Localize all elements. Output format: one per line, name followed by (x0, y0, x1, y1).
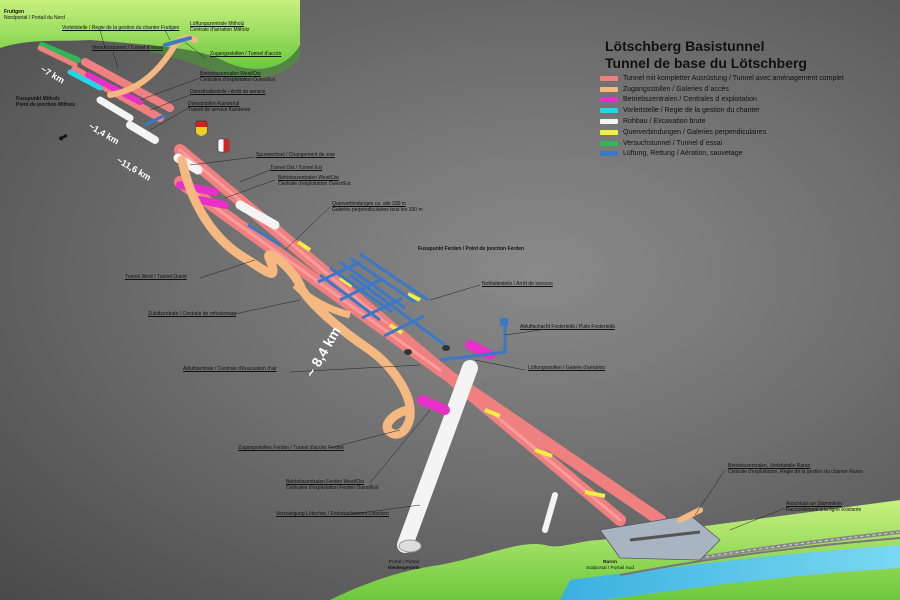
operation-centre-ferden (417, 395, 450, 415)
legend-label: Versuchstunnel / Tunnel d´essai (623, 139, 723, 147)
legend-label: Betriebszentralen / Centrales d´exploita… (623, 96, 757, 104)
legend-swatch-crossing (600, 129, 618, 135)
cross-passages (296, 240, 606, 498)
river (560, 545, 900, 600)
label-zugangsstollen-top: Zugangsstollen / Tunnel d'accès (210, 51, 282, 57)
label-tunnel-west: Tunnel West / Tunnel Ouest (125, 274, 187, 280)
legend-label: Tunnel mit kompletter Ausrüstung / Tunne… (623, 74, 844, 82)
legend-item-ventilation: Lüftung, Rettung / Aération, sauvetage (600, 149, 844, 160)
label-zuluftzentrale: Zuluftzentrale / Centrale de refoulement (148, 311, 237, 317)
label-fusspunkt-ferden: Fusspunkt Ferden / Point de jonction Fer… (418, 246, 525, 252)
legend-swatch-access (600, 86, 618, 92)
legend-item-crossing: Querverbindungen / Galeries perpendicula… (600, 127, 844, 138)
leader-lines (99, 29, 786, 531)
legend-label: Rohbau / Excavation brute (623, 118, 706, 126)
legend-item-access: Zugangsstollen / Galeries d´accès (600, 84, 844, 95)
legend-swatch-test (600, 140, 618, 146)
legend: Tunnel mit kompletter Ausrüstung / Tunne… (600, 73, 844, 159)
label-spurwechsel: Spurwechsel / Changement de voie (256, 152, 335, 158)
legend-label: Querverbindungen / Galeries perpendicula… (623, 128, 767, 136)
label-dienststellen-halt: Diensthaltestelle / Arrêt de service (190, 89, 266, 95)
legend-item-full-tunnel: Tunnel mit kompletter Ausrüstung / Tunne… (600, 73, 844, 84)
legend-item-excavation: Rohbau / Excavation brute (600, 116, 844, 127)
label-nothaltestelle: Nothaltestelle / Arrêt de secours (482, 281, 553, 287)
legend-item-test: Versuchstunnel / Tunnel d´essai (600, 138, 844, 149)
excavation-verzweigung (397, 360, 478, 553)
north-terrain (0, 0, 300, 69)
label-zugangsstollen-ferden: Zugangsstollen Ferden / Tunnel d'accès F… (238, 445, 344, 451)
label-verzweigung: Verzweigung Lötschen / Embranchement Löt… (276, 511, 389, 517)
label-lueftungsstollen: Lüftungsstollen / Galerie d'aération (528, 365, 606, 371)
legend-title-fr: Tunnel de base du Lötschberg (605, 55, 807, 71)
legend-swatch-operation (600, 97, 618, 103)
legend-title-de: Lötschberg Basistunnel (605, 38, 765, 54)
legend-swatch-full-tunnel (600, 75, 618, 81)
label-tunnel-ost: Tunnel Ost / Tunnel Est (270, 165, 323, 171)
legend-item-operation: Betriebszentralen / Centrales d´exploita… (600, 95, 844, 106)
legend-label: Vorleitstelle / Regie de la gestion du c… (623, 107, 760, 115)
legend-label: Zugangsstollen / Galeries d´accès (623, 85, 729, 93)
label-abluftzentrale: Abluftzentrale / Centrale d'évacuation d… (183, 366, 277, 372)
label-abluftschacht: Abluftschacht Fosterteilä / Puits Foster… (520, 324, 615, 330)
legend-swatch-excavation (600, 119, 618, 125)
ventilation-network (247, 223, 507, 362)
label-versuchstunnel: Versuchstunnel / Tunnel d´essai (92, 45, 163, 51)
legend-item-preparation: Vorleitstelle / Regie de la gestion du c… (600, 105, 844, 116)
north-terrain-shade (150, 45, 300, 78)
legend-swatch-ventilation (600, 151, 618, 157)
legend-label: Lüftung, Rettung / Aération, sauvetage (623, 150, 743, 158)
legend-swatch-preparation (600, 108, 618, 114)
label-vorleitstelle: Vorleitstelle / Regie de la gestion du c… (62, 25, 180, 31)
versuchstunnel-north (39, 42, 81, 63)
